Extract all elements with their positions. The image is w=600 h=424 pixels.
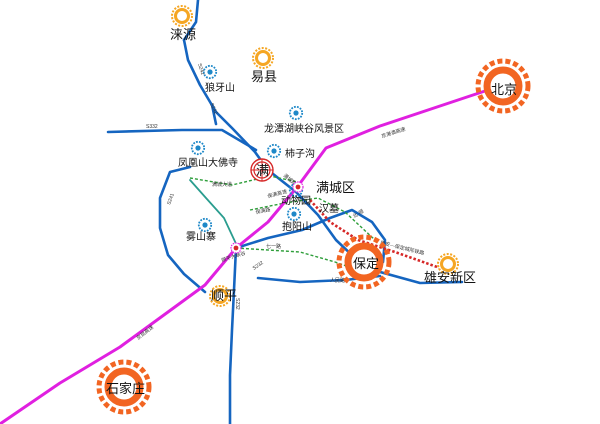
road-mancheng-da	[189, 175, 299, 186]
scenic-label-shizigou: 柿子沟	[285, 147, 315, 160]
road-label-s242-b: S242	[208, 102, 218, 115]
road-labels: S332 S242 S242 S241 S232 S232 京昆高速 京港澳高速…	[135, 63, 425, 342]
scenic-label-dongwuyuan: 动物园	[281, 194, 311, 207]
scenic-label-longtanhu: 龙潭湖峡谷风景区	[264, 122, 344, 135]
city-label-shunping: 顺平	[211, 288, 237, 303]
city-label-mancheng: 满城区	[316, 180, 355, 195]
scenic-icon-shizigou[interactable]	[266, 143, 282, 159]
scenic-icon-wushanzhai[interactable]	[197, 217, 213, 233]
road-s232-south	[228, 246, 238, 424]
expressway-jingkun	[0, 84, 502, 424]
junction-icon-shunping[interactable]	[230, 242, 242, 254]
road-yixian-link	[210, 103, 218, 126]
road-s241	[189, 179, 239, 249]
city-label-xiongan: 雄安新区	[424, 270, 476, 285]
city-label-yixian: 易县	[251, 69, 277, 84]
scenic-label-fengshuanshan: 凤凰山大佛寺	[178, 156, 238, 169]
road-west-loop	[158, 165, 207, 294]
road-label-baoman-gs: 保满高速	[267, 188, 288, 200]
road-label-qiyi: 七一路	[266, 243, 281, 250]
county-icon-laiyuan[interactable]	[170, 4, 194, 28]
road-label-baoman-lu: 保满路	[255, 206, 271, 216]
road-label-s332: S332	[146, 124, 158, 130]
city-label-laiyuan: 涞源	[170, 27, 196, 42]
city-label-baoding: 保定	[353, 256, 379, 271]
road-label-beiying: 北·顺	[352, 208, 366, 220]
scenic-spots: 狼牙山 龙潭湖峡谷风景区 凤凰山大佛寺 柿子沟 动物园 抱阳山 雾山寨 汉墓	[178, 64, 344, 243]
road-label-jinggang: 京港澳高速	[380, 126, 406, 140]
scenic-label-baoyangshan: 抱阳山	[282, 220, 312, 233]
road-laiyuan-north	[182, 0, 200, 42]
city-label-shijiazhuang: 石家庄	[106, 381, 145, 396]
county-seats: 涞源 易县 顺平 满城区	[170, 4, 355, 308]
scenic-icon-baoyangshan[interactable]	[286, 206, 302, 222]
road-label-s232-b: S232	[252, 260, 265, 272]
city-label-beijing: 北京	[491, 82, 517, 97]
road-label-s241: S241	[166, 192, 176, 205]
national-roads	[106, 0, 464, 424]
scenic-label-wushanzhai: 雾山寨	[186, 230, 216, 243]
provincial-roads	[189, 179, 239, 249]
rail-xiong-bao	[309, 199, 441, 270]
scenic-label-hanmu: 汉墓	[319, 202, 339, 215]
road-label-s232: S232	[234, 298, 240, 310]
road-label-renmin: 人民路	[330, 277, 345, 284]
road-s332	[106, 128, 258, 152]
road-label-s242-a: S242	[196, 63, 205, 76]
center-town[interactable]: 满	[250, 158, 274, 182]
county-icon-yixian[interactable]	[251, 46, 275, 70]
county-roads	[189, 175, 376, 269]
scenic-icon-fengshuanshan[interactable]	[190, 140, 206, 156]
road-qiyi	[235, 247, 353, 269]
scenic-label-langyashan: 狼牙山	[205, 81, 235, 94]
city-label-center: 满	[256, 163, 269, 178]
road-central-ring	[234, 208, 387, 277]
road-laiyuan-south	[182, 38, 270, 172]
road-label-mancheng-da: 满城大道	[212, 181, 232, 188]
junction-icon-mancheng[interactable]	[292, 181, 304, 193]
scenic-icon-longtanhu[interactable]	[288, 105, 304, 121]
major-cities: 北京 保定 雄安新区 石家庄	[99, 61, 528, 412]
